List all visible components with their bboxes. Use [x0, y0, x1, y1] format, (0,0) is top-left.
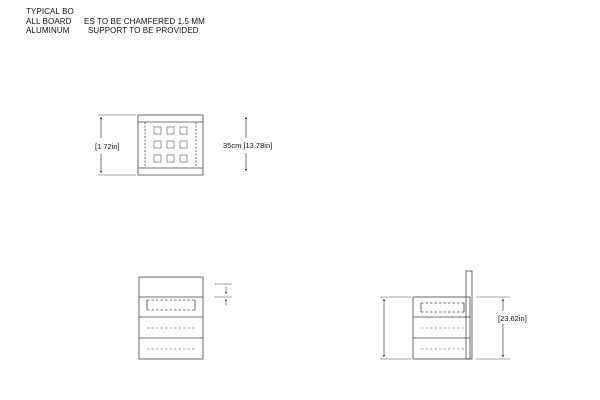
note-line-3b: SUPPORT TO BE PROVIDED [88, 26, 199, 35]
note-line-2a: ALL BOARD [26, 16, 72, 26]
side-view-backrest [465, 270, 473, 360]
top-view-hole-grid [153, 126, 188, 163]
front-view-outline [138, 276, 204, 360]
note-line-1: TYPICAL BO [26, 7, 74, 16]
side-view [412, 270, 473, 360]
top-view-right-dimension-label: 35cm [13.78in] [223, 141, 272, 150]
side-view-left-dimension [380, 296, 411, 360]
top-view [137, 114, 204, 176]
front-view [138, 276, 204, 360]
side-view-outline [412, 296, 471, 360]
top-view-left-dimension [98, 114, 136, 176]
note-line-3a: ALUMINUM [26, 26, 70, 35]
top-view-outline [137, 114, 204, 176]
top-view-left-dimension-label: [1 72in] [95, 142, 120, 151]
front-view-dimension [214, 283, 232, 306]
note-line-2b: ES TO BE CHAMFERED 1.5 MM [84, 16, 205, 26]
side-view-right-dimension [476, 296, 510, 360]
side-view-right-dimension-label: [23.62in] [498, 314, 527, 323]
